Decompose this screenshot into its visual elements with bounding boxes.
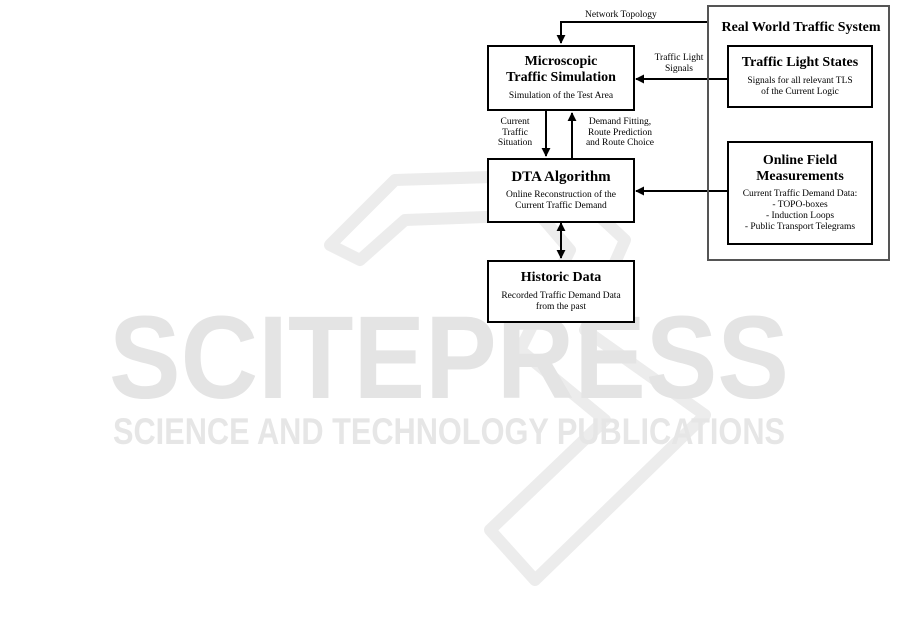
node-subtitle: Online Reconstruction of the Current Tra… <box>505 190 616 211</box>
node-title: DTA Algorithm <box>511 169 611 185</box>
label-network-topology: Network Topology <box>585 10 657 20</box>
list-item: - Induction Loops <box>765 211 835 221</box>
list-item: - Public Transport Telegrams <box>744 222 856 232</box>
node-title: Traffic Light States <box>741 55 859 70</box>
label-demand-fitting: Demand Fitting, Route Prediction and Rou… <box>585 117 655 148</box>
node-dta-algorithm: DTA Algorithm Online Reconstruction of t… <box>487 158 635 223</box>
real-world-traffic-system-group <box>707 5 890 261</box>
watermark-brand: SCITEPRESS <box>109 292 789 424</box>
node-historic-data: Historic Data Recorded Traffic Demand Da… <box>487 260 635 323</box>
node-title: Online Field Measurements <box>756 153 844 184</box>
watermark-tagline: SCIENCE AND TECHNOLOGY PUBLICATIONS <box>113 411 785 452</box>
label-current-situation: Current Traffic Situation <box>497 117 533 148</box>
node-title: Historic Data <box>520 270 602 285</box>
node-online-field-measurements: Online Field Measurements Current Traffi… <box>727 141 873 245</box>
edge-network-topology <box>556 21 707 44</box>
node-subtitle: Recorded Traffic Demand Data from the pa… <box>501 291 621 312</box>
label-traffic-light-signals: Traffic Light Signals <box>654 53 704 74</box>
node-subtitle: Signals for all relevant TLS of the Curr… <box>747 76 853 97</box>
node-traffic-light-states: Traffic Light States Signals for all rel… <box>727 45 873 108</box>
node-microscopic-traffic-simulation: Microscopic Traffic Simulation Simulatio… <box>487 45 635 111</box>
list-item: - TOPO-boxes <box>772 200 828 210</box>
node-title: Microscopic Traffic Simulation <box>506 54 616 85</box>
node-subtitle: Current Traffic Demand Data: - TOPO-boxe… <box>742 189 858 232</box>
system-title: Real World Traffic System <box>721 20 881 35</box>
node-subtitle: Simulation of the Test Area <box>508 91 614 101</box>
